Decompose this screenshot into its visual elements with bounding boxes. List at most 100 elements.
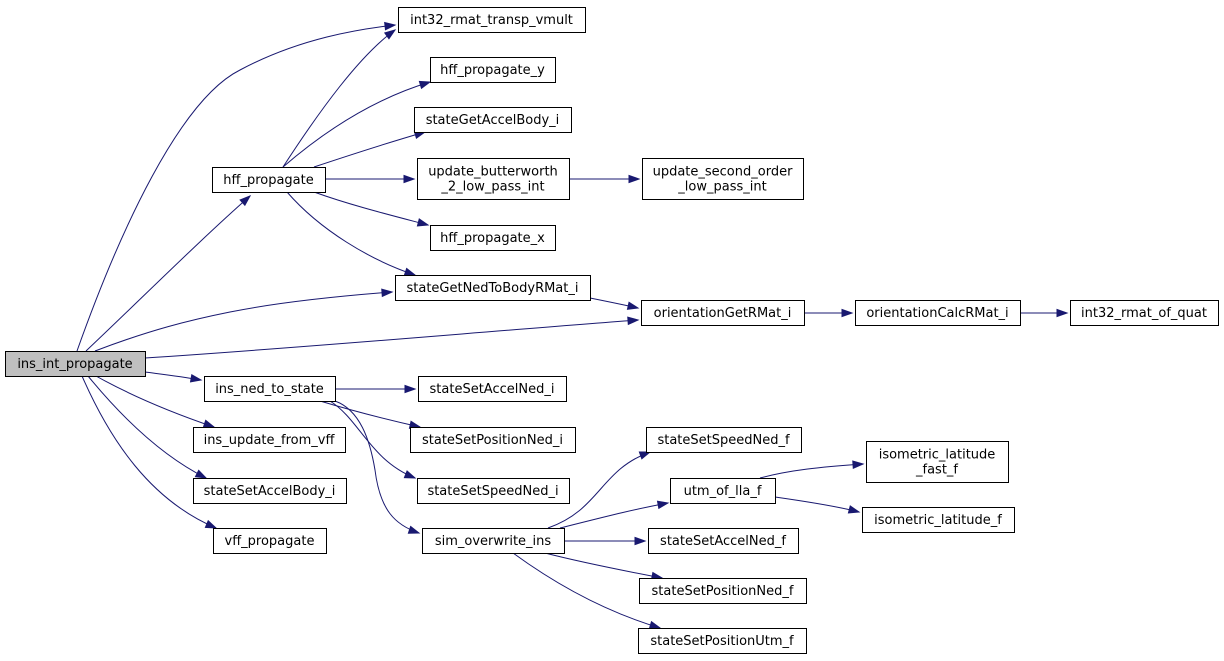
node-box[interactable] — [638, 628, 807, 654]
node-stateGetNedToBodyRMat_i[interactable]: stateGetNedToBodyRMat_i — [395, 275, 591, 301]
node-label: _2_low_pass_int — [440, 180, 544, 195]
node-int32_rmat_of_quat[interactable]: int32_rmat_of_quat — [1070, 300, 1219, 326]
arrowhead — [1056, 308, 1069, 318]
node-stateSetPositionNed_i[interactable]: stateSetPositionNed_i — [410, 427, 576, 453]
arrowhead — [383, 29, 397, 40]
arrowhead — [407, 525, 421, 534]
node-box[interactable] — [5, 351, 146, 377]
node-box[interactable] — [212, 167, 326, 193]
edge-ins_int_propagate-to-stateGetNedToBodyRMat_i — [94, 288, 394, 352]
node-ins_int_propagate[interactable]: ins_int_propagate — [5, 351, 146, 377]
edge-utm_of_lla_f-to-isometric_latitude_fast_f — [759, 460, 865, 479]
edge-orientationGetRMat_i-to-orientationCalcRMat_i — [804, 308, 854, 318]
node-stateSetSpeedNed_f[interactable]: stateSetSpeedNed_f — [646, 427, 802, 453]
node-stateSetAccelNed_i[interactable]: stateSetAccelNed_i — [418, 376, 567, 402]
edge-line — [512, 552, 661, 629]
node-label: hff_propagate_x — [440, 231, 545, 246]
node-label: ins_update_from_vff — [204, 433, 336, 448]
edge-ins_int_propagate-to-vff_propagate — [81, 375, 218, 529]
node-box[interactable] — [204, 376, 336, 402]
node-stateSetSpeedNed_i[interactable]: stateSetSpeedNed_i — [417, 478, 570, 504]
edge-line — [87, 375, 207, 479]
node-vff_propagate[interactable]: vff_propagate — [213, 528, 327, 554]
node-ins_update_from_vff[interactable]: ins_update_from_vff — [193, 427, 346, 453]
node-isometric_latitude_f[interactable]: isometric_latitude_f — [862, 507, 1015, 533]
edge-line — [759, 463, 864, 479]
edge-line — [329, 400, 416, 479]
edge-ins_ned_to_state-to-stateSetPositionNed_i — [319, 400, 422, 429]
node-box[interactable] — [417, 478, 570, 504]
node-label: orientationCalcRMat_i — [866, 306, 1008, 321]
arrowhead — [189, 373, 203, 383]
edge-hff_propagate-to-hff_propagate_x — [313, 191, 430, 227]
node-box[interactable] — [395, 275, 591, 301]
node-box[interactable] — [422, 528, 565, 554]
node-box[interactable] — [1070, 300, 1219, 326]
node-box[interactable] — [642, 158, 804, 200]
node-box[interactable] — [417, 158, 570, 200]
node-stateSetAccelNed_f[interactable]: stateSetAccelNed_f — [648, 528, 799, 554]
node-box[interactable] — [646, 427, 802, 453]
node-box[interactable] — [193, 427, 346, 453]
node-label: stateGetAccelBody_i — [426, 113, 560, 128]
node-box[interactable] — [641, 300, 805, 326]
edge-line — [282, 29, 396, 168]
node-utm_of_lla_f[interactable]: utm_of_lla_f — [670, 478, 776, 504]
node-label: vff_propagate — [225, 534, 315, 549]
node-box[interactable] — [414, 107, 572, 133]
node-box[interactable] — [193, 478, 347, 504]
node-orientationCalcRMat_i[interactable]: orientationCalcRMat_i — [855, 300, 1021, 326]
edge-ins_int_propagate-to-ins_update_from_vff — [95, 375, 216, 428]
node-stateSetPositionNed_f[interactable]: stateSetPositionNed_f — [639, 578, 807, 604]
edge-ins_int_propagate-to-hff_propagate — [85, 195, 252, 352]
node-box[interactable] — [430, 57, 556, 83]
edge-ins_int_propagate-to-ins_ned_to_state — [144, 371, 203, 383]
arrowhead — [403, 267, 417, 276]
arrowhead — [204, 519, 218, 529]
node-label: stateSetSpeedNed_f — [657, 433, 790, 448]
node-stateSetPositionUtm_f[interactable]: stateSetPositionUtm_f — [638, 628, 807, 654]
node-hff_propagate_y[interactable]: hff_propagate_y — [430, 57, 556, 83]
node-box[interactable] — [418, 376, 567, 402]
node-box[interactable] — [855, 300, 1021, 326]
node-box[interactable] — [410, 427, 576, 453]
node-orientationGetRMat_i[interactable]: orientationGetRMat_i — [641, 300, 805, 326]
node-isometric_latitude_fast_f[interactable]: isometric_latitude_fast_f — [866, 441, 1009, 483]
node-box[interactable] — [430, 225, 556, 251]
edge-ins_ned_to_state-to-sim_overwrite_ins — [334, 400, 421, 534]
node-hff_propagate_x[interactable]: hff_propagate_x — [430, 225, 556, 251]
node-box[interactable] — [398, 7, 586, 33]
node-label: stateSetPositionNed_i — [422, 433, 563, 448]
node-label: ins_int_propagate — [17, 357, 132, 372]
node-box[interactable] — [862, 507, 1015, 533]
edge-line — [95, 375, 215, 428]
node-hff_propagate[interactable]: hff_propagate — [212, 167, 326, 193]
node-box[interactable] — [639, 578, 807, 604]
arrowhead — [418, 80, 432, 90]
node-sim_overwrite_ins[interactable]: sim_overwrite_ins — [422, 528, 565, 554]
node-box[interactable] — [648, 528, 799, 554]
arrowhead — [638, 451, 652, 460]
edge-line — [544, 552, 663, 579]
node-box[interactable] — [866, 441, 1009, 483]
node-stateSetAccelBody_i[interactable]: stateSetAccelBody_i — [193, 478, 347, 504]
node-label: stateSetPositionNed_f — [652, 584, 794, 599]
edge-update_butterworth_2_low_pass_int-to-update_second_order_low_pass_int — [569, 174, 641, 184]
node-stateGetAccelBody_i[interactable]: stateGetAccelBody_i — [414, 107, 572, 133]
node-box[interactable] — [213, 528, 327, 554]
node-int32_rmat_transp_vmult[interactable]: int32_rmat_transp_vmult — [398, 7, 586, 33]
node-label: orientationGetRMat_i — [654, 306, 792, 321]
node-label: update_butterworth — [428, 165, 558, 180]
edge-sim_overwrite_ins-to-stateSetSpeedNed_f — [547, 451, 652, 529]
node-ins_ned_to_state[interactable]: ins_ned_to_state — [204, 376, 336, 402]
node-update_second_order_low_pass_int[interactable]: update_second_order_low_pass_int — [642, 158, 804, 200]
node-label: stateGetNedToBodyRMat_i — [406, 281, 578, 296]
edge-ins_ned_to_state-to-stateSetSpeedNed_i — [329, 400, 417, 479]
arrowhead — [648, 620, 662, 630]
node-box[interactable] — [670, 478, 776, 504]
edge-line — [319, 400, 421, 428]
node-label: update_second_order — [653, 165, 793, 180]
arrowhead — [416, 218, 430, 227]
edge-hff_propagate-to-int32_rmat_transp_vmult — [282, 29, 397, 168]
node-update_butterworth_2_low_pass_int[interactable]: update_butterworth_2_low_pass_int — [417, 158, 570, 200]
